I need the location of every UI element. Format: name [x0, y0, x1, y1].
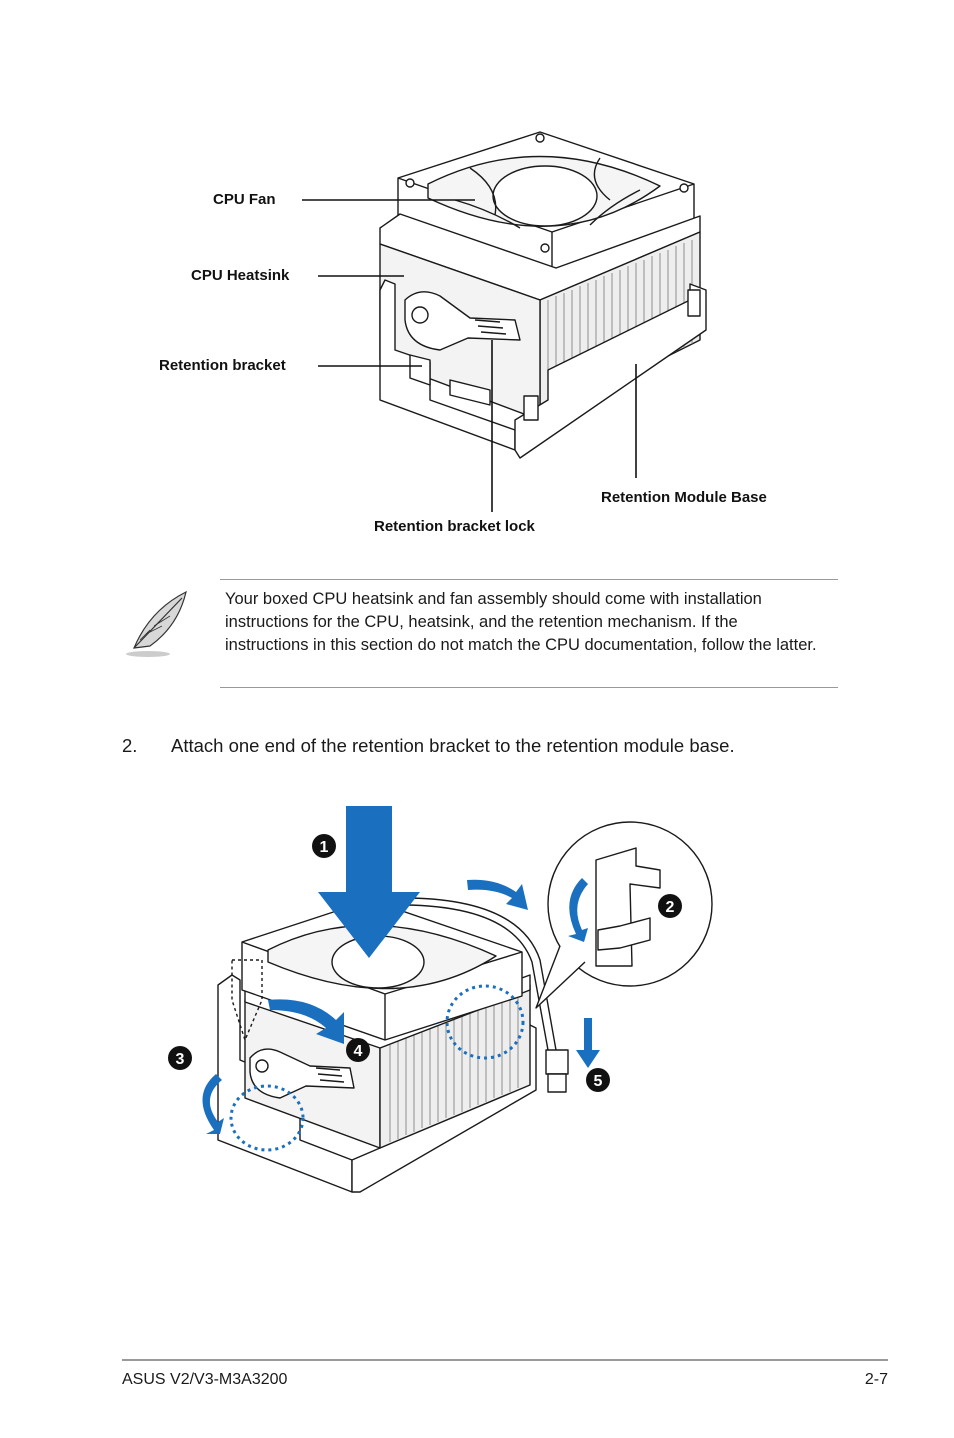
- step-number: 2.: [122, 735, 138, 756]
- feather-pen-icon: [126, 590, 187, 657]
- badge-5: 5: [594, 1073, 603, 1090]
- badge-2: 2: [666, 899, 675, 916]
- footer-rule: [122, 1359, 888, 1361]
- note-top-rule: [220, 579, 838, 580]
- badge-4: 4: [354, 1043, 363, 1060]
- heatsink-diagram: [302, 131, 707, 512]
- label-retention-module-base: Retention Module Base: [601, 489, 767, 506]
- step-text: Attach one end of the retention bracket …: [171, 735, 735, 756]
- badge-1: 1: [320, 839, 329, 856]
- badge-3: 3: [176, 1051, 185, 1068]
- label-retention-bracket: Retention bracket: [159, 357, 286, 374]
- bracket-install-diagram: 1 2 3 4 5: [168, 806, 713, 1193]
- label-retention-bracket-lock: Retention bracket lock: [374, 518, 535, 535]
- label-cpu-fan: CPU Fan: [213, 191, 276, 208]
- note-bottom-rule: [220, 687, 838, 688]
- label-cpu-heatsink: CPU Heatsink: [191, 267, 290, 284]
- note-text: Your boxed CPU heatsink and fan assembly…: [225, 590, 817, 654]
- footer-manual-title: ASUS V2/V3-M3A3200: [122, 1371, 288, 1388]
- footer-page-number: 2-7: [864, 1371, 888, 1388]
